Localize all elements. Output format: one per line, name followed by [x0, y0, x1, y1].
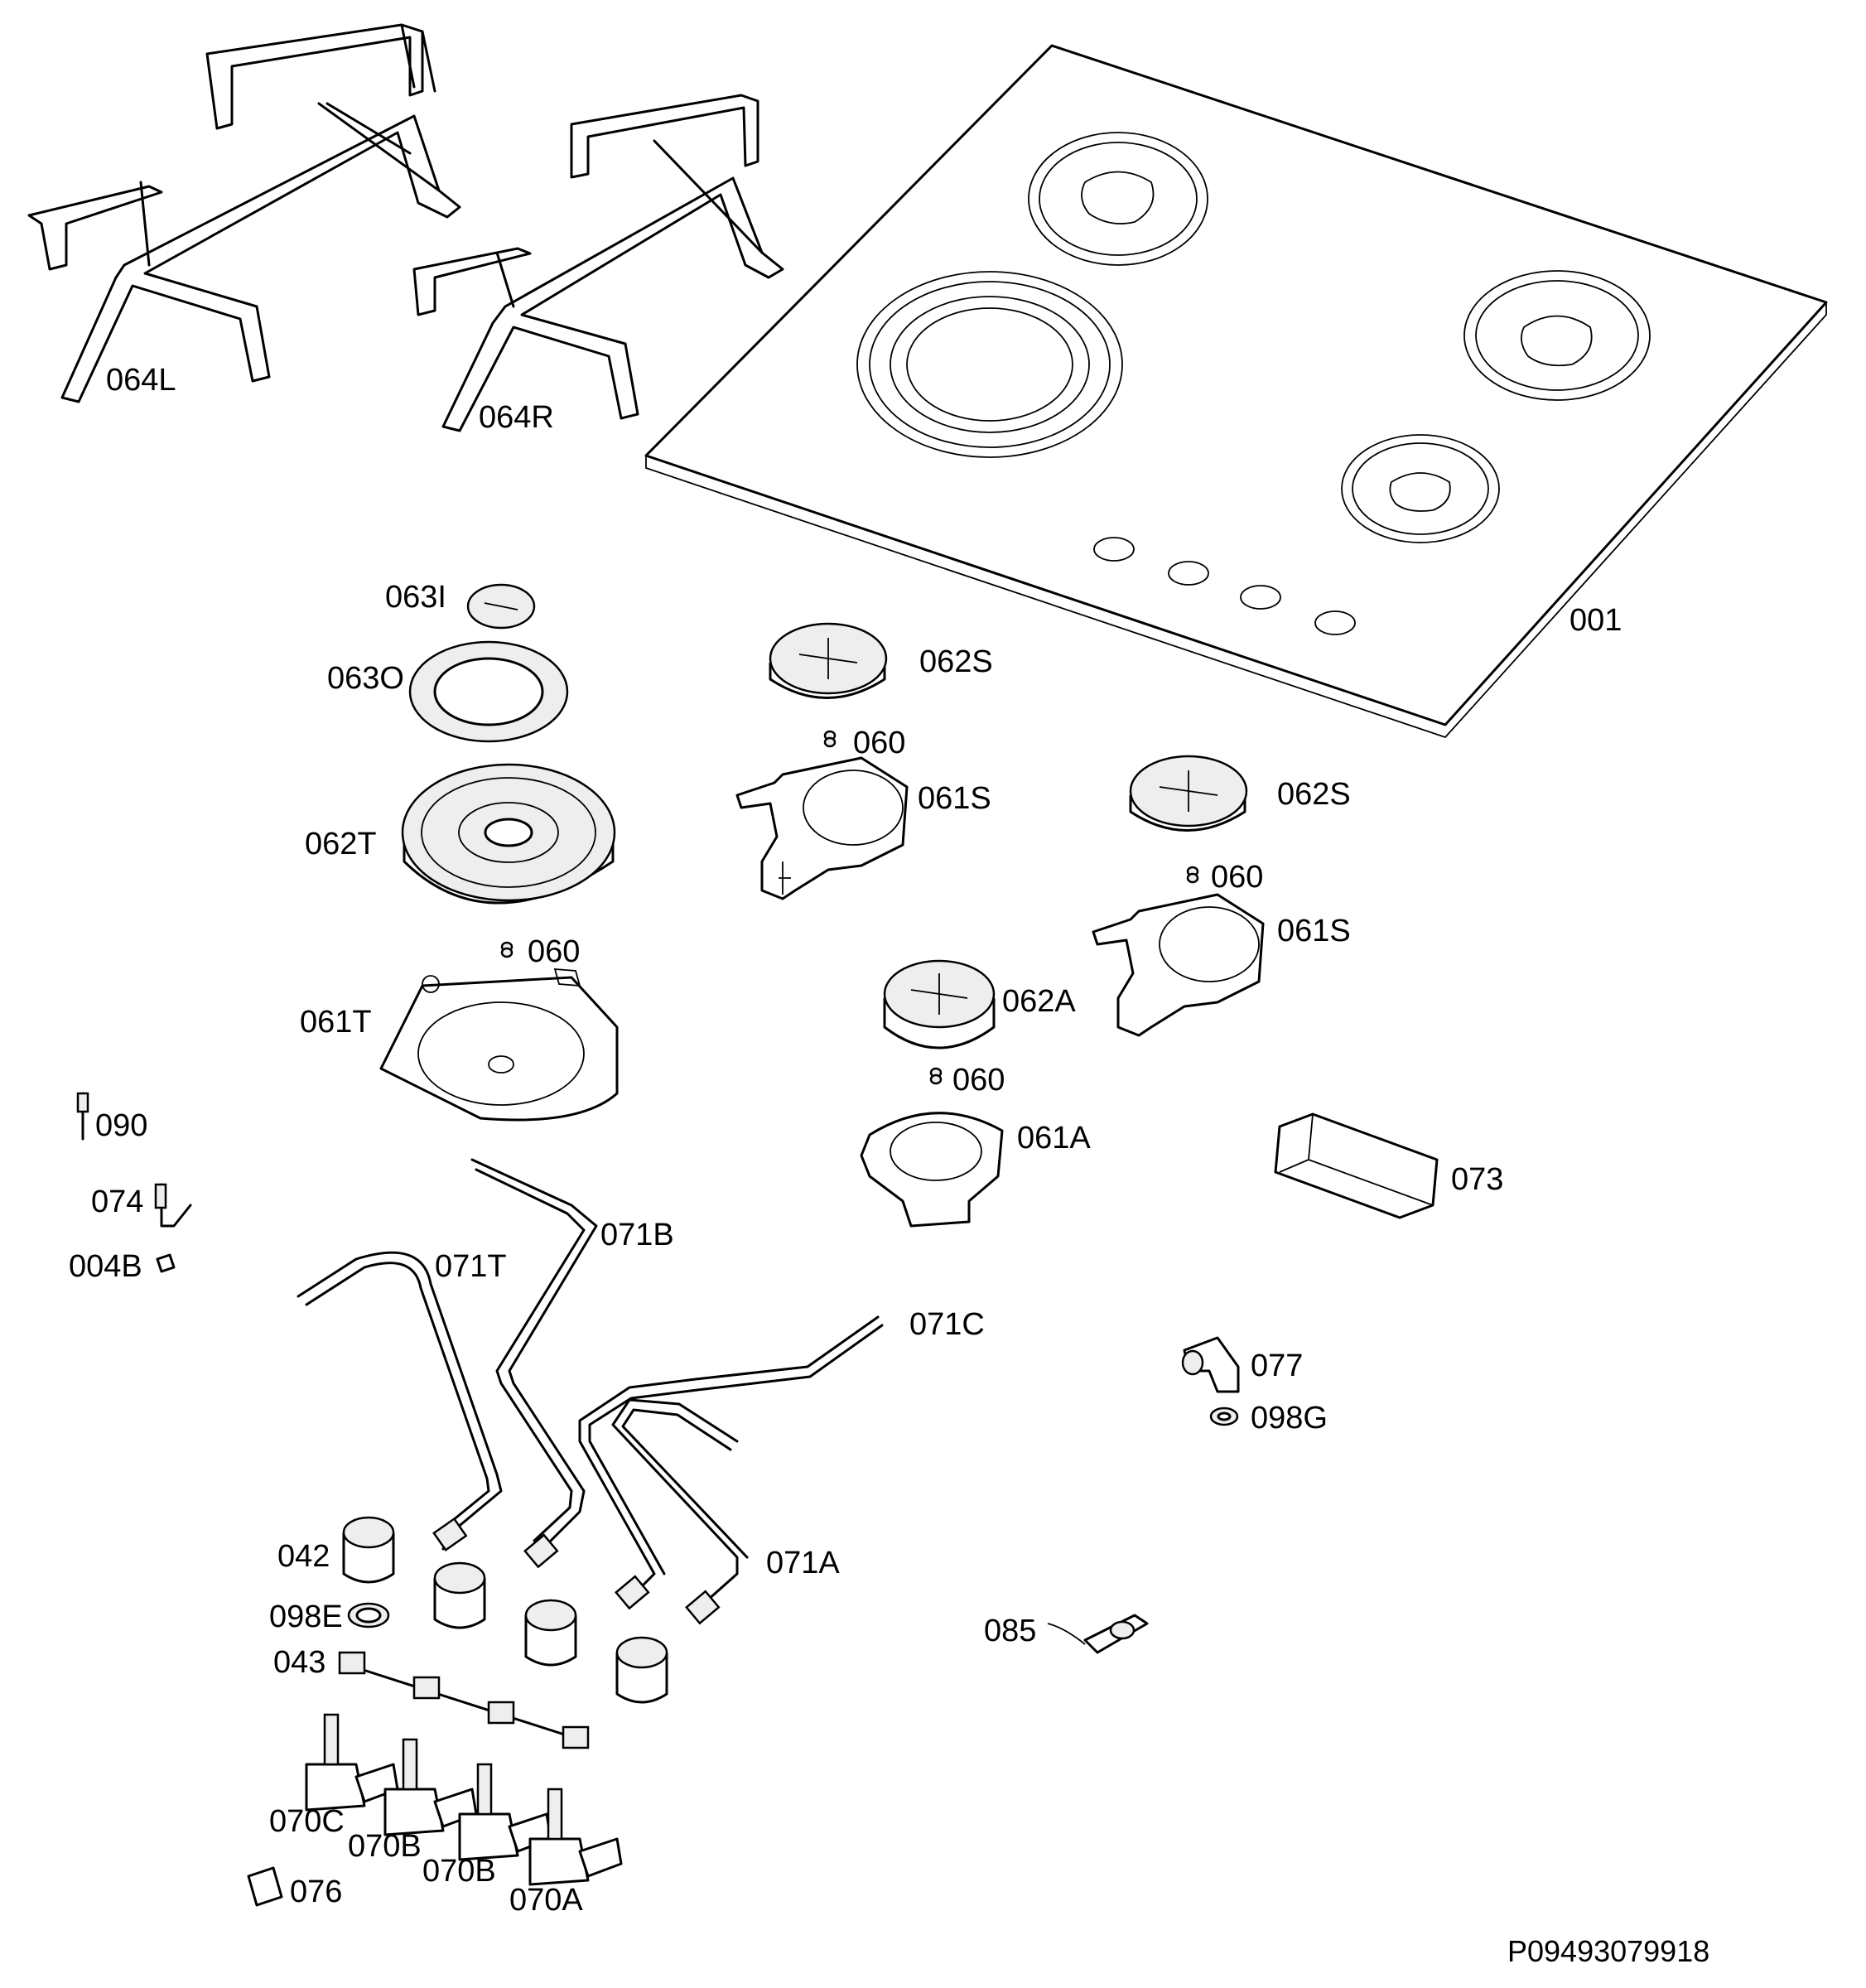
label-085: 085 [984, 1614, 1037, 1648]
bracket-076 [247, 1866, 283, 1907]
label-061S-2: 061S [1277, 914, 1351, 948]
label-077: 077 [1251, 1349, 1304, 1383]
label-062A: 062A [1002, 984, 1076, 1019]
gas-pipe-071T [297, 1251, 503, 1551]
label-060-b: 060 [853, 726, 906, 760]
label-062S-1: 062S [919, 644, 993, 679]
pan-support-064R [412, 94, 784, 432]
label-062T: 062T [305, 827, 377, 861]
label-070B-1: 070B [348, 1829, 422, 1864]
label-071C: 071C [909, 1307, 985, 1342]
label-061T: 061T [300, 1005, 372, 1040]
label-076: 076 [290, 1875, 343, 1909]
label-061A: 061A [1017, 1121, 1091, 1156]
burner-base-061A [860, 1112, 1004, 1228]
gas-pipe-071C [578, 1315, 884, 1610]
label-004B: 004B [69, 1249, 142, 1284]
burner-cap-062S-1 [769, 622, 888, 699]
label-074: 074 [91, 1185, 144, 1219]
gasket-098G [1209, 1407, 1239, 1426]
burner-base-061S-2 [1092, 893, 1265, 1037]
label-070A: 070A [509, 1883, 583, 1918]
injector-060b [823, 730, 837, 748]
label-098G: 098G [1251, 1401, 1328, 1436]
label-064R: 064R [479, 400, 554, 435]
burner-cap-062A [883, 959, 996, 1049]
electrode-074 [154, 1183, 192, 1228]
ignition-generator-073 [1274, 1112, 1439, 1219]
hob-top-001 [644, 44, 1828, 739]
label-060-a: 060 [528, 934, 581, 969]
injector-060d [929, 1067, 943, 1085]
burner-crown-062T [401, 763, 616, 905]
label-063I: 063I [385, 580, 446, 615]
burner-base-061S-1 [735, 756, 909, 900]
injector-060c [1186, 866, 1199, 884]
label-063O: 063O [327, 661, 404, 696]
ignition-harness-043 [338, 1651, 590, 1749]
label-001: 001 [1569, 603, 1623, 638]
gas-pipe-071A [611, 1398, 749, 1625]
terminal-block-085 [1047, 1614, 1149, 1654]
gas-pipe-071B [470, 1158, 598, 1569]
label-071A: 071A [766, 1546, 840, 1580]
injector-060a [500, 941, 514, 958]
label-064L: 064L [106, 363, 176, 398]
pan-support-064L [27, 23, 461, 403]
label-060-c: 060 [1211, 860, 1264, 895]
drawing-code: P09493079918 [1507, 1934, 1710, 1968]
label-042: 042 [277, 1539, 330, 1574]
burner-cap-062S-2 [1129, 755, 1248, 832]
label-070B-2: 070B [422, 1854, 496, 1889]
label-070C: 070C [269, 1804, 345, 1839]
control-knobs-042 [342, 1516, 668, 1704]
elbow-connector-077 [1181, 1336, 1240, 1393]
label-060-d: 060 [952, 1063, 1005, 1098]
label-043: 043 [273, 1645, 326, 1680]
spring-098E [347, 1602, 390, 1629]
label-073: 073 [1451, 1162, 1504, 1197]
label-090: 090 [95, 1108, 148, 1143]
burner-cap-063I [466, 583, 536, 630]
label-062S-2: 062S [1277, 777, 1351, 812]
label-071B: 071B [600, 1218, 674, 1252]
gas-taps-070 [305, 1713, 623, 1886]
burner-base-061T [379, 968, 619, 1122]
thermocouple-090 [76, 1092, 89, 1141]
label-061S-1: 061S [918, 781, 991, 816]
label-071T: 071T [435, 1249, 507, 1284]
burner-ring-063O [408, 640, 569, 743]
clip-004B [156, 1253, 176, 1273]
label-098E: 098E [269, 1600, 343, 1634]
